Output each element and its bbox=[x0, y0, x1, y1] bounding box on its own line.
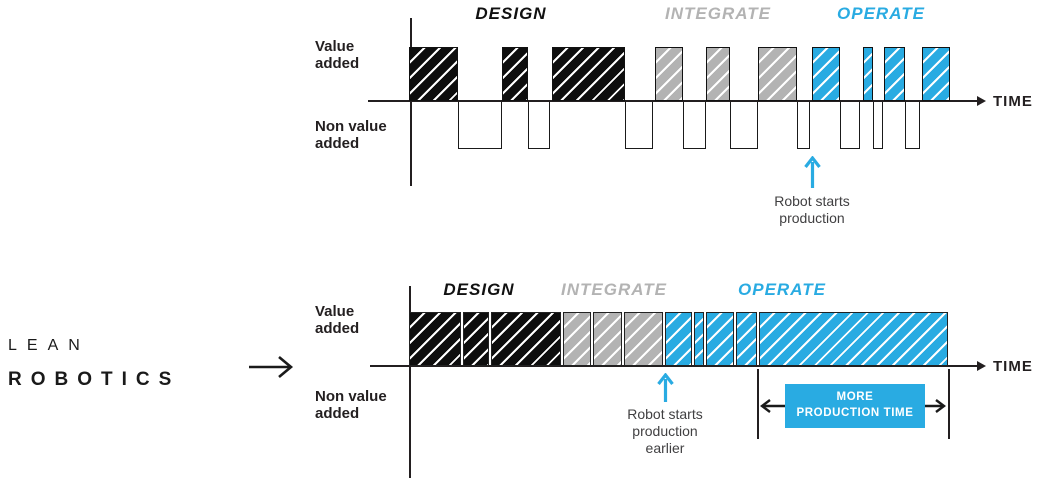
nonvalue-block bbox=[730, 102, 758, 149]
value-block-design bbox=[409, 47, 458, 101]
nonvalue-block bbox=[797, 102, 810, 149]
nonvalue-block bbox=[458, 102, 502, 149]
bottom-phase-operate: OPERATE bbox=[738, 280, 826, 299]
bottom-annotation-text: Robot starts production earlier bbox=[627, 406, 703, 456]
top-x-axis bbox=[368, 100, 980, 102]
bottom-x-axis bbox=[370, 365, 980, 367]
timeline-segment-operate bbox=[694, 312, 704, 366]
nonvalue-block bbox=[873, 102, 883, 149]
timeline-segment-design bbox=[409, 312, 461, 366]
logo-swoosh-black bbox=[111, 339, 158, 346]
timeline-segment-operate bbox=[759, 312, 948, 366]
timeline-segment-design bbox=[463, 312, 489, 366]
timeline-segment-integrate bbox=[563, 312, 591, 366]
top-non-value-added-label: Non value added bbox=[315, 118, 387, 153]
bottom-time-label: TIME bbox=[993, 358, 1033, 375]
timeline-segment-operate bbox=[706, 312, 734, 366]
value-block-operate bbox=[884, 47, 905, 101]
value-block-operate bbox=[812, 47, 840, 101]
badge-line1: MORE bbox=[836, 391, 874, 404]
value-block-design bbox=[502, 47, 528, 101]
value-block-integrate bbox=[655, 47, 683, 101]
logo-swoosh-blue bbox=[206, 317, 253, 324]
value-block-operate bbox=[863, 47, 873, 101]
nonvalue-block bbox=[625, 102, 653, 149]
value-block-design bbox=[552, 47, 625, 101]
value-block-operate bbox=[922, 47, 950, 101]
top-y-axis bbox=[410, 18, 412, 186]
bottom-value-added-label: Value added bbox=[315, 303, 360, 338]
value-block-integrate bbox=[758, 47, 797, 101]
badge-line2: PRODUCTION TIME bbox=[796, 407, 914, 419]
top-annotation-arrow-icon bbox=[804, 156, 821, 188]
bottom-annotation-arrow-icon bbox=[657, 373, 674, 402]
right-arrow-icon bbox=[249, 356, 294, 378]
bottom-non-value-added-label: Non value added bbox=[315, 388, 387, 423]
top-value-added-label: Value added bbox=[315, 38, 360, 73]
bottom-phase-integrate: INTEGRATE bbox=[561, 280, 667, 299]
top-time-label: TIME bbox=[993, 93, 1033, 110]
nonvalue-block bbox=[683, 102, 706, 149]
top-phase-integrate: INTEGRATE bbox=[665, 4, 771, 23]
bottom-y-axis bbox=[409, 286, 411, 478]
logo-swoosh-gray bbox=[159, 328, 206, 335]
bottom-x-axis-arrowhead bbox=[977, 361, 986, 371]
timeline-segment-design bbox=[491, 312, 561, 366]
logo-robotics-text: ROBOTICS bbox=[8, 369, 181, 390]
nonvalue-block bbox=[905, 102, 920, 149]
span-left-delimiter bbox=[757, 369, 759, 439]
timeline-segment-integrate bbox=[624, 312, 663, 366]
timeline-segment-operate bbox=[736, 312, 757, 366]
timeline-segment-integrate bbox=[593, 312, 622, 366]
timeline-segment-operate bbox=[665, 312, 692, 366]
nonvalue-block bbox=[528, 102, 550, 149]
value-block-integrate bbox=[706, 47, 730, 101]
top-x-axis-arrowhead bbox=[977, 96, 986, 106]
top-phase-operate: OPERATE bbox=[837, 4, 925, 23]
logo-lean-text: LEAN bbox=[8, 337, 90, 354]
nonvalue-block bbox=[840, 102, 860, 149]
bottom-phase-design: DESIGN bbox=[443, 280, 515, 299]
top-annotation-text: Robot starts production bbox=[774, 193, 850, 226]
top-phase-design: DESIGN bbox=[475, 4, 547, 23]
more-production-time-badge: MORE PRODUCTION TIME bbox=[785, 384, 925, 428]
span-right-delimiter bbox=[948, 369, 950, 439]
